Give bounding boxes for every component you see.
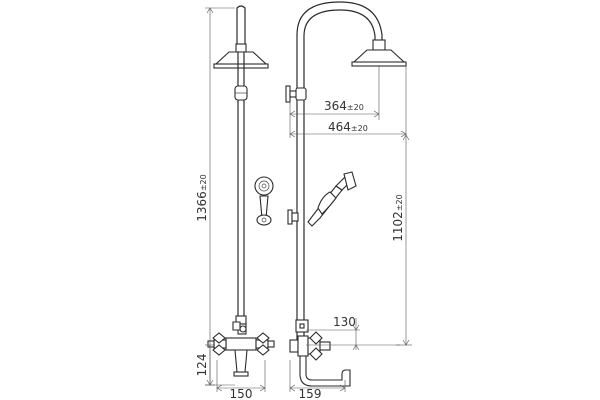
dim-464-tol: ±20 xyxy=(351,124,368,133)
gooseneck-inner xyxy=(303,9,376,346)
svg-text:1102±20: 1102±20 xyxy=(391,194,405,241)
gooseneck-outer xyxy=(296,1,383,346)
dim-shower-height: 1102±20 xyxy=(391,134,412,346)
dim-150: 150 xyxy=(230,387,253,400)
dim-spout-to-bracket: 130 xyxy=(306,315,400,351)
dim-364-value: 364 xyxy=(324,99,347,113)
dim-159: 159 xyxy=(299,387,322,400)
dim-1366-value: 1366 xyxy=(195,191,209,222)
dim-arm-reach-head: 364±20 xyxy=(289,66,380,120)
svg-text:1366±20: 1366±20 xyxy=(195,174,209,221)
side-view xyxy=(285,1,407,387)
hand-shower-side xyxy=(307,171,357,227)
mixer-body-front xyxy=(225,337,257,351)
dim-130: 130 xyxy=(333,315,356,329)
dim-arm-reach-total: 464±20 xyxy=(289,66,407,138)
hand-shower-front xyxy=(254,176,274,226)
dim-464-value: 464 xyxy=(328,120,351,134)
dim-1366-tol: ±20 xyxy=(199,174,208,191)
svg-text:464±20: 464±20 xyxy=(328,120,368,134)
dim-1102-tol: ±20 xyxy=(395,194,404,211)
rain-head-front xyxy=(214,51,268,65)
hand-shower-holder xyxy=(287,209,299,225)
svg-text:364±20: 364±20 xyxy=(324,99,364,113)
front-view xyxy=(207,5,275,377)
wall-bracket-upper xyxy=(285,85,307,103)
dim-1102-value: 1102 xyxy=(391,211,405,242)
right-handle-front xyxy=(255,332,275,356)
left-handle-front xyxy=(207,332,227,356)
dim-spout-length: 159 xyxy=(289,360,346,400)
dim-mixer-width: 150 xyxy=(216,360,266,400)
spout-front xyxy=(234,349,248,373)
dim-mixer-height: 124 xyxy=(195,344,215,386)
dim-124: 124 xyxy=(195,354,209,377)
spout-side xyxy=(299,355,351,387)
dim-364-tol: ±20 xyxy=(347,103,364,112)
dim-overall-height: 1366±20 xyxy=(195,7,235,386)
rain-head-side xyxy=(352,49,406,63)
mixer-side xyxy=(289,319,331,361)
